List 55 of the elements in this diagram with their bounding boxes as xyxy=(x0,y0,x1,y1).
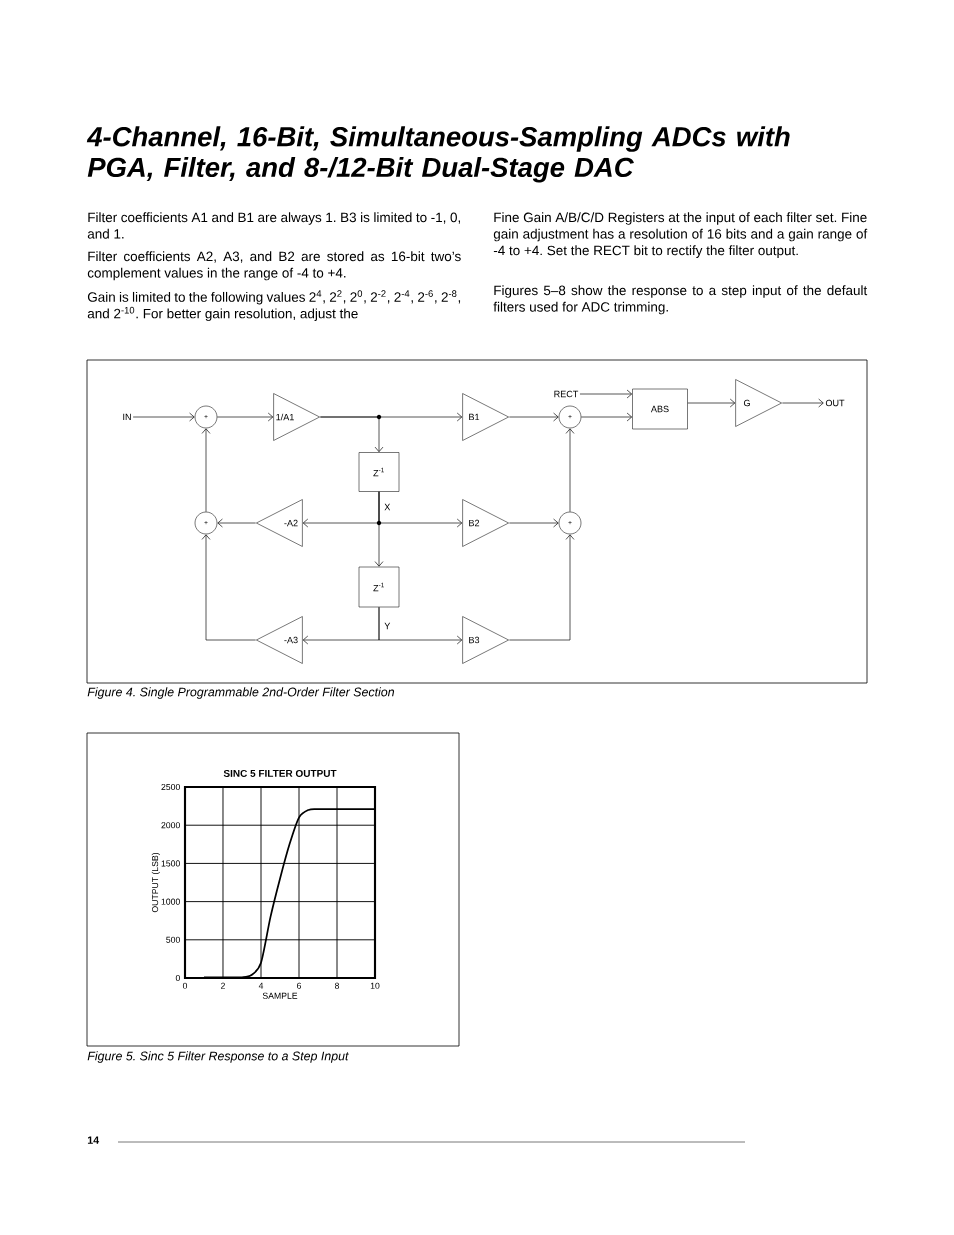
y-tick-label: 2500 xyxy=(161,783,180,791)
arrow xyxy=(374,491,384,567)
figure-caption: Figure 5. Sinc 5 Filter Response to a Step Input xyxy=(87,1051,349,1063)
amplifier-triangle: -A3 xyxy=(256,616,303,664)
signal-label: Y xyxy=(384,622,391,630)
signal-label: IN xyxy=(123,413,131,421)
page-number: 14 xyxy=(87,1136,100,1144)
y-tick-label: 2000 xyxy=(161,822,180,829)
signal-label: OUT xyxy=(825,399,845,407)
chart-title: SINC 5 FILTER OUTPUT xyxy=(223,769,337,777)
x-tick-label: 0 xyxy=(182,982,188,989)
y-tick-label: 1500 xyxy=(161,860,180,867)
x-tick-label: 4 xyxy=(258,982,264,989)
x-tick-label: 6 xyxy=(297,982,302,989)
amplifier-triangle: B1 xyxy=(462,393,509,441)
body-text: Figures 5–8 show the response to a step input of the default filters used for ADC trimming. xyxy=(493,285,868,315)
x-tick-label: 8 xyxy=(334,982,340,989)
y-tick-label: 1000 xyxy=(161,898,180,905)
y-tick-label: 0 xyxy=(175,974,180,982)
signal-label: RECT xyxy=(554,390,579,398)
arrow xyxy=(579,389,633,399)
page-title: 4-Channel, 16-Bit, Simultaneous-Sampling ADCs with PGA, Filter, and 8-/12-Bit Dual-Stage DAC xyxy=(86,126,790,183)
x-tick-label: 2 xyxy=(221,982,225,989)
arrow xyxy=(687,398,736,408)
arrow xyxy=(132,412,195,422)
arrow xyxy=(509,534,575,641)
arrow xyxy=(378,606,463,645)
amplifier-triangle: -A2 xyxy=(256,499,303,547)
arrow xyxy=(217,518,257,528)
arrow xyxy=(509,518,559,528)
arrow xyxy=(565,428,575,513)
arrow xyxy=(320,416,384,453)
x-tick-label: 10 xyxy=(370,982,380,989)
arrow xyxy=(201,428,211,513)
arrow xyxy=(509,412,559,422)
y-axis-title: OUTPUT (LSB) xyxy=(151,852,160,913)
body-text: Gain is limited to the following values 2$^{4}$, 2$^{2}$, 2$^{0}$, 2$^{-2}$, 2$^{-4}$, 2$^{-6}$, 2$^{-8}$, and 2$^{-10}$. For better gain resolution, adjust the xyxy=(87,290,461,322)
arrow xyxy=(580,412,633,422)
arrow xyxy=(216,412,274,422)
y-tick-label: 500 xyxy=(166,936,180,943)
x-axis-title: SAMPLE xyxy=(262,992,298,999)
delay-box: Z$^{-1}$ xyxy=(358,566,400,608)
amplifier-triangle: B2 xyxy=(462,499,509,547)
body-text: Fine Gain A/B/C/D Registers at the input of each filter set. Fine gain adjustment has a resolution of 16 bits and a gain range of -4 to +4. Set the RECT bit to rectify the filter output. xyxy=(493,212,868,258)
amplifier-triangle: B3 xyxy=(462,616,509,664)
process-box: ABS xyxy=(632,388,688,430)
figure-caption: Figure 4. Single Programmable 2nd-Order Filter Section xyxy=(87,687,395,699)
arrow xyxy=(782,398,824,408)
signal-label: X xyxy=(384,503,391,511)
body-text: Filter coefficients A1 and B1 are always 1. B3 is limited to -1, 0, and 1. xyxy=(87,212,460,239)
amplifier-triangle: G xyxy=(735,379,782,427)
delay-box: Z$^{-1}$ xyxy=(358,452,400,492)
arrow xyxy=(201,534,257,641)
body-text: Filter coefficients A2, A3, and B2 are stored as 16-bit two’s complement values in the range of -4 to +4. xyxy=(87,251,461,281)
amplifier-triangle: 1/A1 xyxy=(273,393,320,441)
